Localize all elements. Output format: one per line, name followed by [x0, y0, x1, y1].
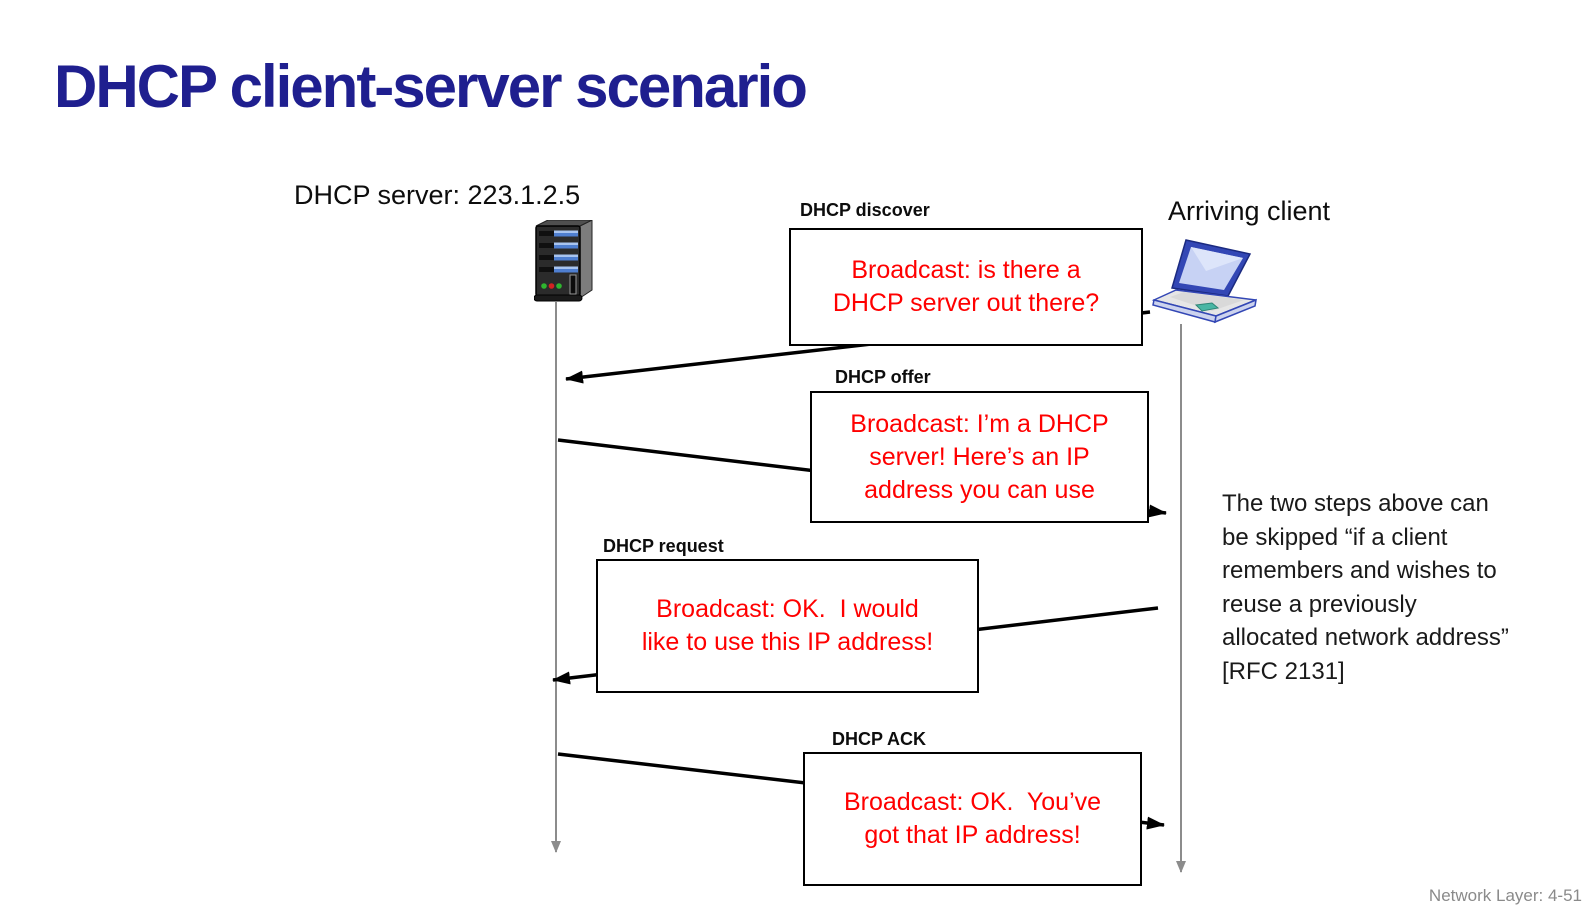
dhcp-ack-label: DHCP ACK: [832, 729, 927, 749]
dhcp-discover-text: Broadcast: is there a DHCP server out th…: [832, 256, 1100, 317]
server-tower-icon: [534, 220, 593, 302]
dhcp-request-text: Broadcast: OK. I would like to use this …: [641, 595, 934, 656]
dhcp-request-box: Broadcast: OK. I would like to use this …: [596, 559, 979, 693]
slide-footer: Network Layer: 4-51: [1428, 886, 1582, 905]
arriving-client-label: Arriving client: [1168, 196, 1331, 226]
page-title: DHCP client-server scenario: [54, 53, 808, 120]
dhcp-request-label: DHCP request: [603, 536, 724, 556]
dhcp-offer-box: Broadcast: I’m a DHCP server! Here’s an …: [810, 391, 1149, 523]
dhcp-ack-box: Broadcast: OK. You’ve got that IP addres…: [803, 752, 1142, 886]
dhcp-discover-label: DHCP discover: [800, 200, 930, 220]
skip-steps-note: The two steps above can be skipped “if a…: [1222, 490, 1509, 685]
dhcp-offer-text: Broadcast: I’m a DHCP server! Here’s an …: [850, 409, 1109, 504]
laptop-icon: [1151, 239, 1257, 324]
dhcp-offer-label: DHCP offer: [835, 367, 931, 387]
dhcp-ack-text: Broadcast: OK. You’ve got that IP addres…: [843, 788, 1102, 849]
dhcp-server-label: DHCP server: 223.1.2.5: [294, 180, 581, 210]
dhcp-discover-box: Broadcast: is there a DHCP server out th…: [789, 228, 1143, 346]
